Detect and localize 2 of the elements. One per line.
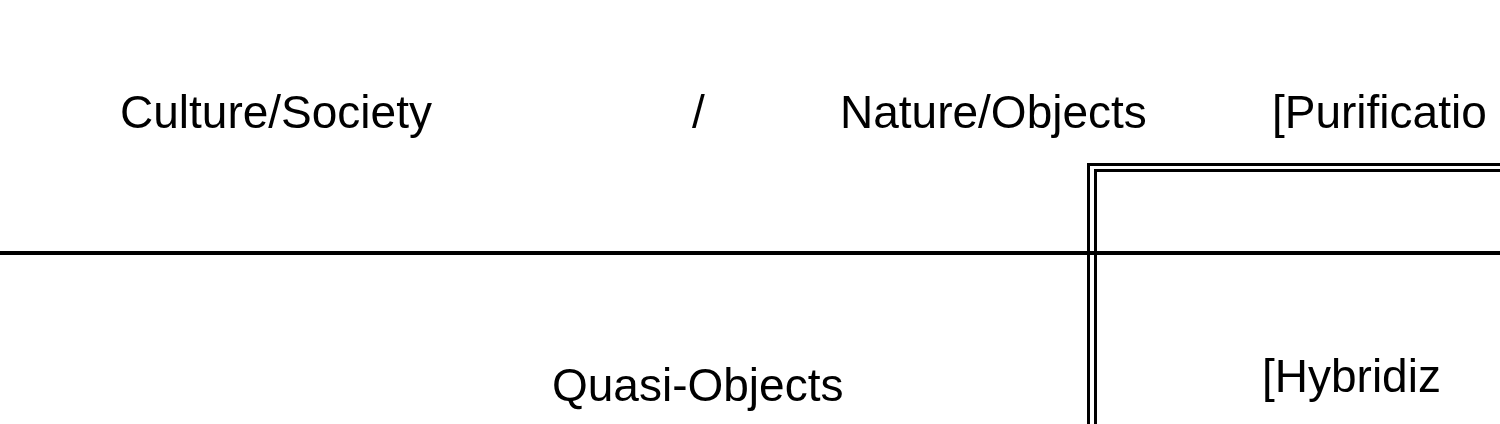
double-border-frame	[1087, 163, 1500, 424]
heading-label: /	[692, 89, 705, 135]
